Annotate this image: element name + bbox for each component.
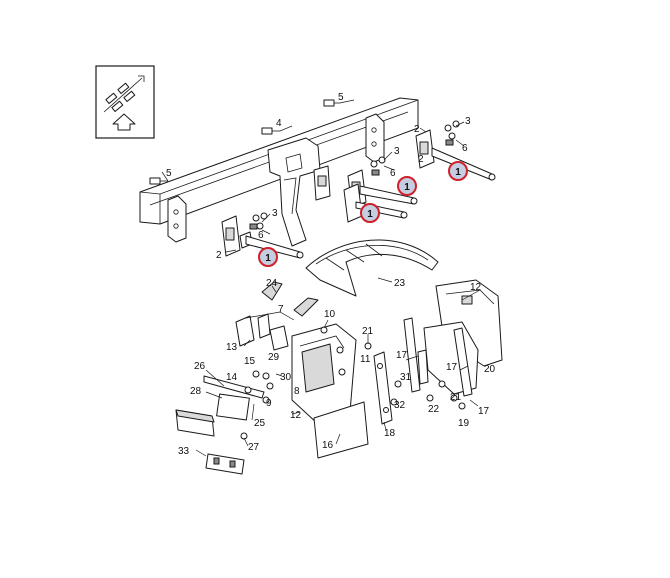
svg-text:1: 1 [455, 167, 461, 178]
fender-bracket-arm-left [221, 215, 304, 259]
mudguard-brackets-left [235, 281, 319, 351]
callout-2: 2 [414, 124, 420, 135]
callout-13: 13 [226, 342, 238, 353]
leader-lines [161, 99, 481, 457]
callout-29: 29 [268, 352, 280, 363]
callout-6: 6 [390, 168, 396, 179]
callout-3: 3 [465, 116, 471, 127]
highlight-callout-1c[interactable]: 1 [360, 203, 380, 223]
callout-28: 28 [190, 386, 202, 397]
callout-26: 26 [194, 361, 206, 372]
callout-5: 5 [338, 92, 344, 103]
support-strut-left [364, 317, 429, 425]
callout-10: 10 [324, 309, 336, 320]
callout-9: 9 [266, 398, 272, 409]
callout-12: 12 [470, 282, 482, 293]
mudflap-left [291, 323, 369, 459]
highlight-callout-1b[interactable]: 1 [397, 176, 417, 196]
callout-20: 20 [484, 364, 496, 375]
callout-6: 6 [462, 143, 468, 154]
mudflap-right [423, 279, 503, 410]
callout-6: 6 [258, 230, 264, 241]
callout-18: 18 [384, 428, 396, 439]
fasteners-upper [149, 99, 460, 230]
callout-21: 21 [450, 392, 462, 403]
callout-15: 15 [244, 356, 256, 367]
callout-31: 31 [400, 372, 412, 383]
highlight-callout-1d[interactable]: 1 [448, 161, 468, 181]
callout-5: 5 [166, 168, 172, 179]
callout-2: 2 [418, 154, 424, 165]
svg-text:1: 1 [367, 209, 373, 220]
callout-24: 24 [266, 278, 278, 289]
callout-11: 11 [360, 354, 371, 365]
callout-12: 12 [290, 410, 302, 421]
rail-brackets [167, 113, 385, 247]
callout-17: 17 [478, 406, 490, 417]
callout-23: 23 [394, 278, 406, 289]
callout-8: 8 [294, 386, 300, 397]
callout-3: 3 [272, 208, 278, 219]
callout-labels: 5 4 5 2 3 6 3 6 2 3 6 2 23 24 12 7 10 21… [166, 92, 496, 457]
svg-text:1: 1 [265, 253, 271, 264]
callout-2: 2 [216, 250, 222, 261]
callout-30: 30 [280, 372, 292, 383]
callout-3: 3 [394, 146, 400, 157]
callout-17: 17 [446, 362, 458, 373]
callout-22: 22 [428, 404, 440, 415]
callout-32: 32 [394, 400, 406, 411]
callout-7: 7 [278, 304, 284, 315]
cab-orientation-arrow-icon [95, 65, 155, 139]
callout-27: 27 [248, 442, 260, 453]
callout-33: 33 [178, 446, 190, 457]
callout-17: 17 [396, 350, 408, 361]
svg-text:1: 1 [404, 182, 410, 193]
highlight-callout-1a[interactable]: 1 [258, 247, 278, 267]
callout-16: 16 [322, 440, 334, 451]
callout-19: 19 [458, 418, 470, 429]
callout-14: 14 [226, 372, 238, 383]
callout-25: 25 [254, 418, 266, 429]
callout-4: 4 [276, 118, 282, 129]
callout-21: 21 [362, 326, 374, 337]
rear-fender [305, 239, 439, 297]
